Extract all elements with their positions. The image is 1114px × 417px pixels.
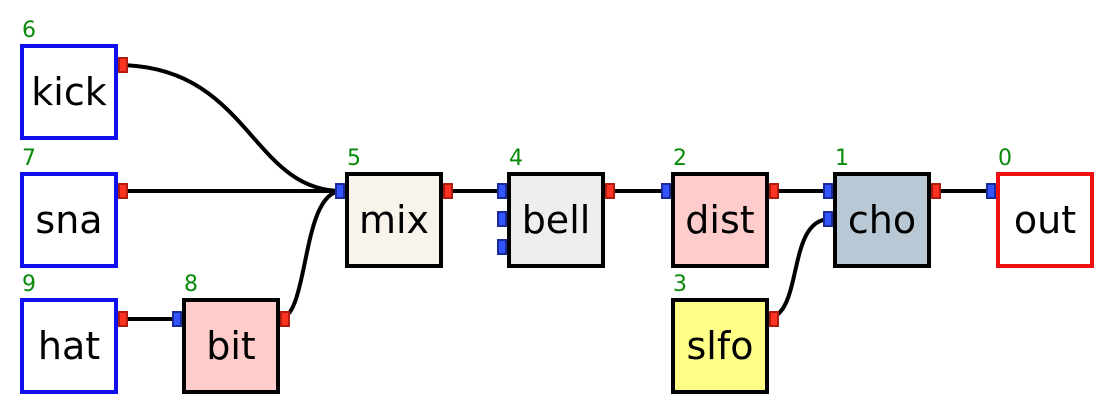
node-mix[interactable]: mix [345, 172, 443, 268]
bell-input-port-2[interactable] [497, 211, 507, 227]
node-hat[interactable]: hat [20, 298, 118, 394]
node-index-out: 0 [998, 146, 1012, 171]
node-index-bit: 8 [184, 272, 198, 297]
node-kick[interactable]: kick [20, 44, 118, 140]
kick-output-port[interactable] [118, 57, 128, 73]
node-slfo[interactable]: slfo [671, 298, 769, 394]
wire-kick-mix [116, 63, 343, 193]
node-index-bell: 4 [509, 146, 523, 171]
out-input-port[interactable] [986, 183, 996, 199]
node-index-sna: 7 [22, 146, 36, 171]
node-sna[interactable]: sna [20, 172, 118, 268]
dist-output-port[interactable] [769, 183, 779, 199]
hat-output-port[interactable] [118, 311, 128, 327]
mix-input-port[interactable] [335, 183, 345, 199]
cho-input-port-1[interactable] [823, 183, 833, 199]
node-index-mix: 5 [347, 146, 361, 171]
node-cho[interactable]: cho [833, 172, 931, 268]
node-index-hat: 9 [22, 272, 36, 297]
cho-output-port[interactable] [931, 183, 941, 199]
node-index-dist: 2 [673, 146, 687, 171]
bell-input-port-3[interactable] [497, 239, 507, 255]
node-index-kick: 6 [22, 18, 36, 43]
bell-output-port[interactable] [605, 183, 615, 199]
node-index-slfo: 3 [673, 272, 687, 297]
slfo-output-port[interactable] [769, 311, 779, 327]
bit-output-port[interactable] [280, 311, 290, 327]
node-out[interactable]: out [996, 172, 1094, 268]
sna-output-port[interactable] [118, 183, 128, 199]
dist-input-port[interactable] [661, 183, 671, 199]
node-bit[interactable]: bit [182, 298, 280, 394]
wire-bit-mix [278, 189, 343, 321]
mix-output-port[interactable] [443, 183, 453, 199]
bell-input-port-1[interactable] [497, 183, 507, 199]
node-index-cho: 1 [835, 146, 849, 171]
wire-slfo-cho [764, 217, 831, 321]
node-bell[interactable]: bell [507, 172, 605, 268]
cho-input-port-2[interactable] [823, 211, 833, 227]
node-dist[interactable]: dist [671, 172, 769, 268]
bit-input-port[interactable] [172, 311, 182, 327]
